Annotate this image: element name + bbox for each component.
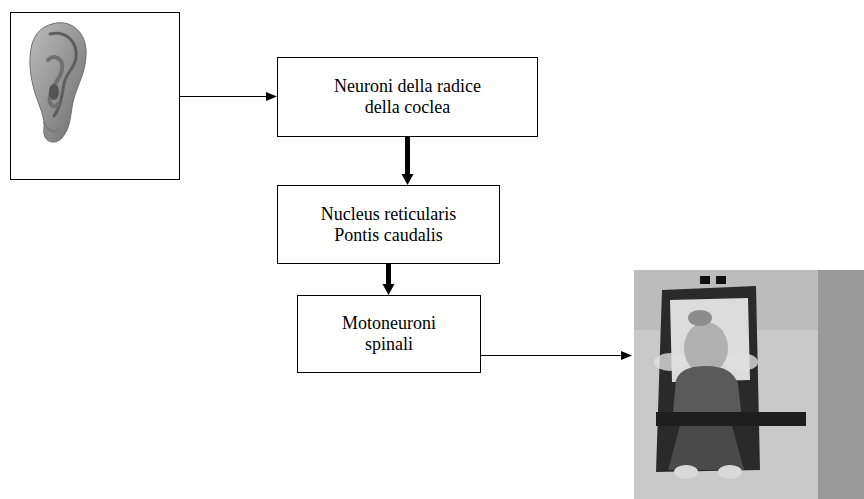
process-box: Motoneuroni spinali xyxy=(297,295,481,373)
process-box: Neuroni della radice della coclea xyxy=(277,57,538,137)
flow-arrow xyxy=(402,137,414,185)
arrowhead xyxy=(402,174,414,185)
process-box: Nucleus reticularis Pontis caudalis xyxy=(277,185,500,264)
arrowhead xyxy=(383,284,395,295)
flow-arrow xyxy=(383,264,395,295)
box-label: Neuroni della radice della coclea xyxy=(318,76,498,118)
input-arrowhead xyxy=(266,92,277,101)
output-arrow-line xyxy=(481,355,622,356)
output-arrowhead xyxy=(621,351,632,360)
arrow-shaft xyxy=(386,264,391,285)
arrow-shaft xyxy=(405,137,410,175)
input-arrow-line xyxy=(180,96,267,97)
box-label: Motoneuroni spinali xyxy=(332,313,447,355)
infant-photo xyxy=(634,270,864,499)
ear-frame xyxy=(11,13,180,180)
ear-illustration xyxy=(30,23,86,142)
box-label: Nucleus reticularis Pontis caudalis xyxy=(304,204,474,246)
